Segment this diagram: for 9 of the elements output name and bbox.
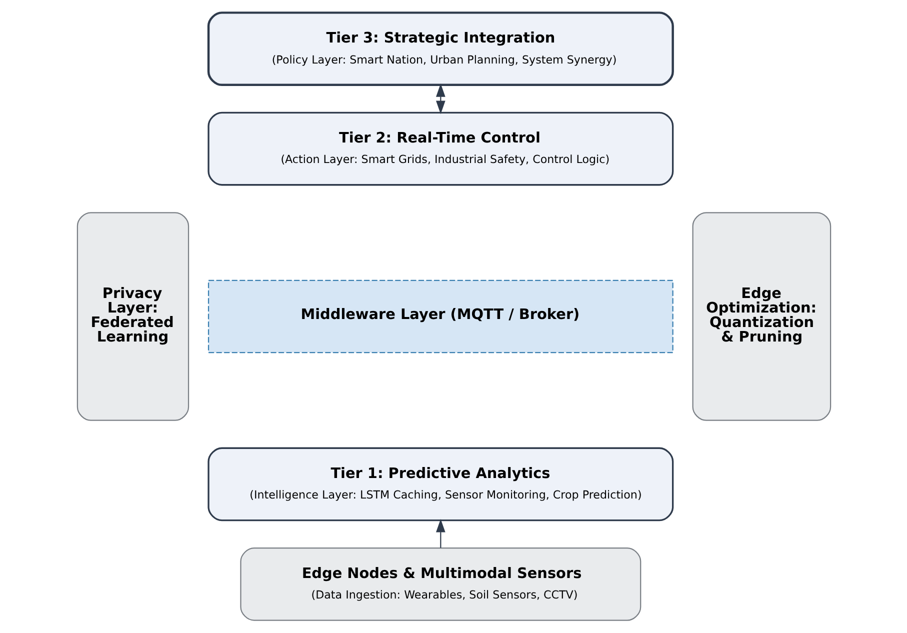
node-box: Tier 1: Predictive Analytics (Intelligence Layer: LSTM Caching, Sensor Monitoring, Crop Prediction) — [207, 447, 674, 522]
node-box: Edge Optimization: Quantization & Pruning — [692, 212, 831, 421]
node-box: Privacy Layer: Federated Learning — [76, 212, 189, 421]
node-box: Tier 2: Real-Time Control (Action Layer: Smart Grids, Industrial Safety, Control Logic) — [207, 112, 674, 186]
arrow — [436, 518, 445, 548]
arrow — [436, 84, 445, 114]
node-box: Middleware Layer (MQTT / Broker) — [207, 280, 673, 354]
node-box: Tier 3: Strategic Integration (Policy Layer: Smart Nation, Urban Planning, System Synergy) — [206, 12, 674, 86]
node-box: Edge Nodes & Multimodal Sensors (Data Ingestion: Wearables, Soil Sensors, CCTV) — [240, 548, 641, 621]
